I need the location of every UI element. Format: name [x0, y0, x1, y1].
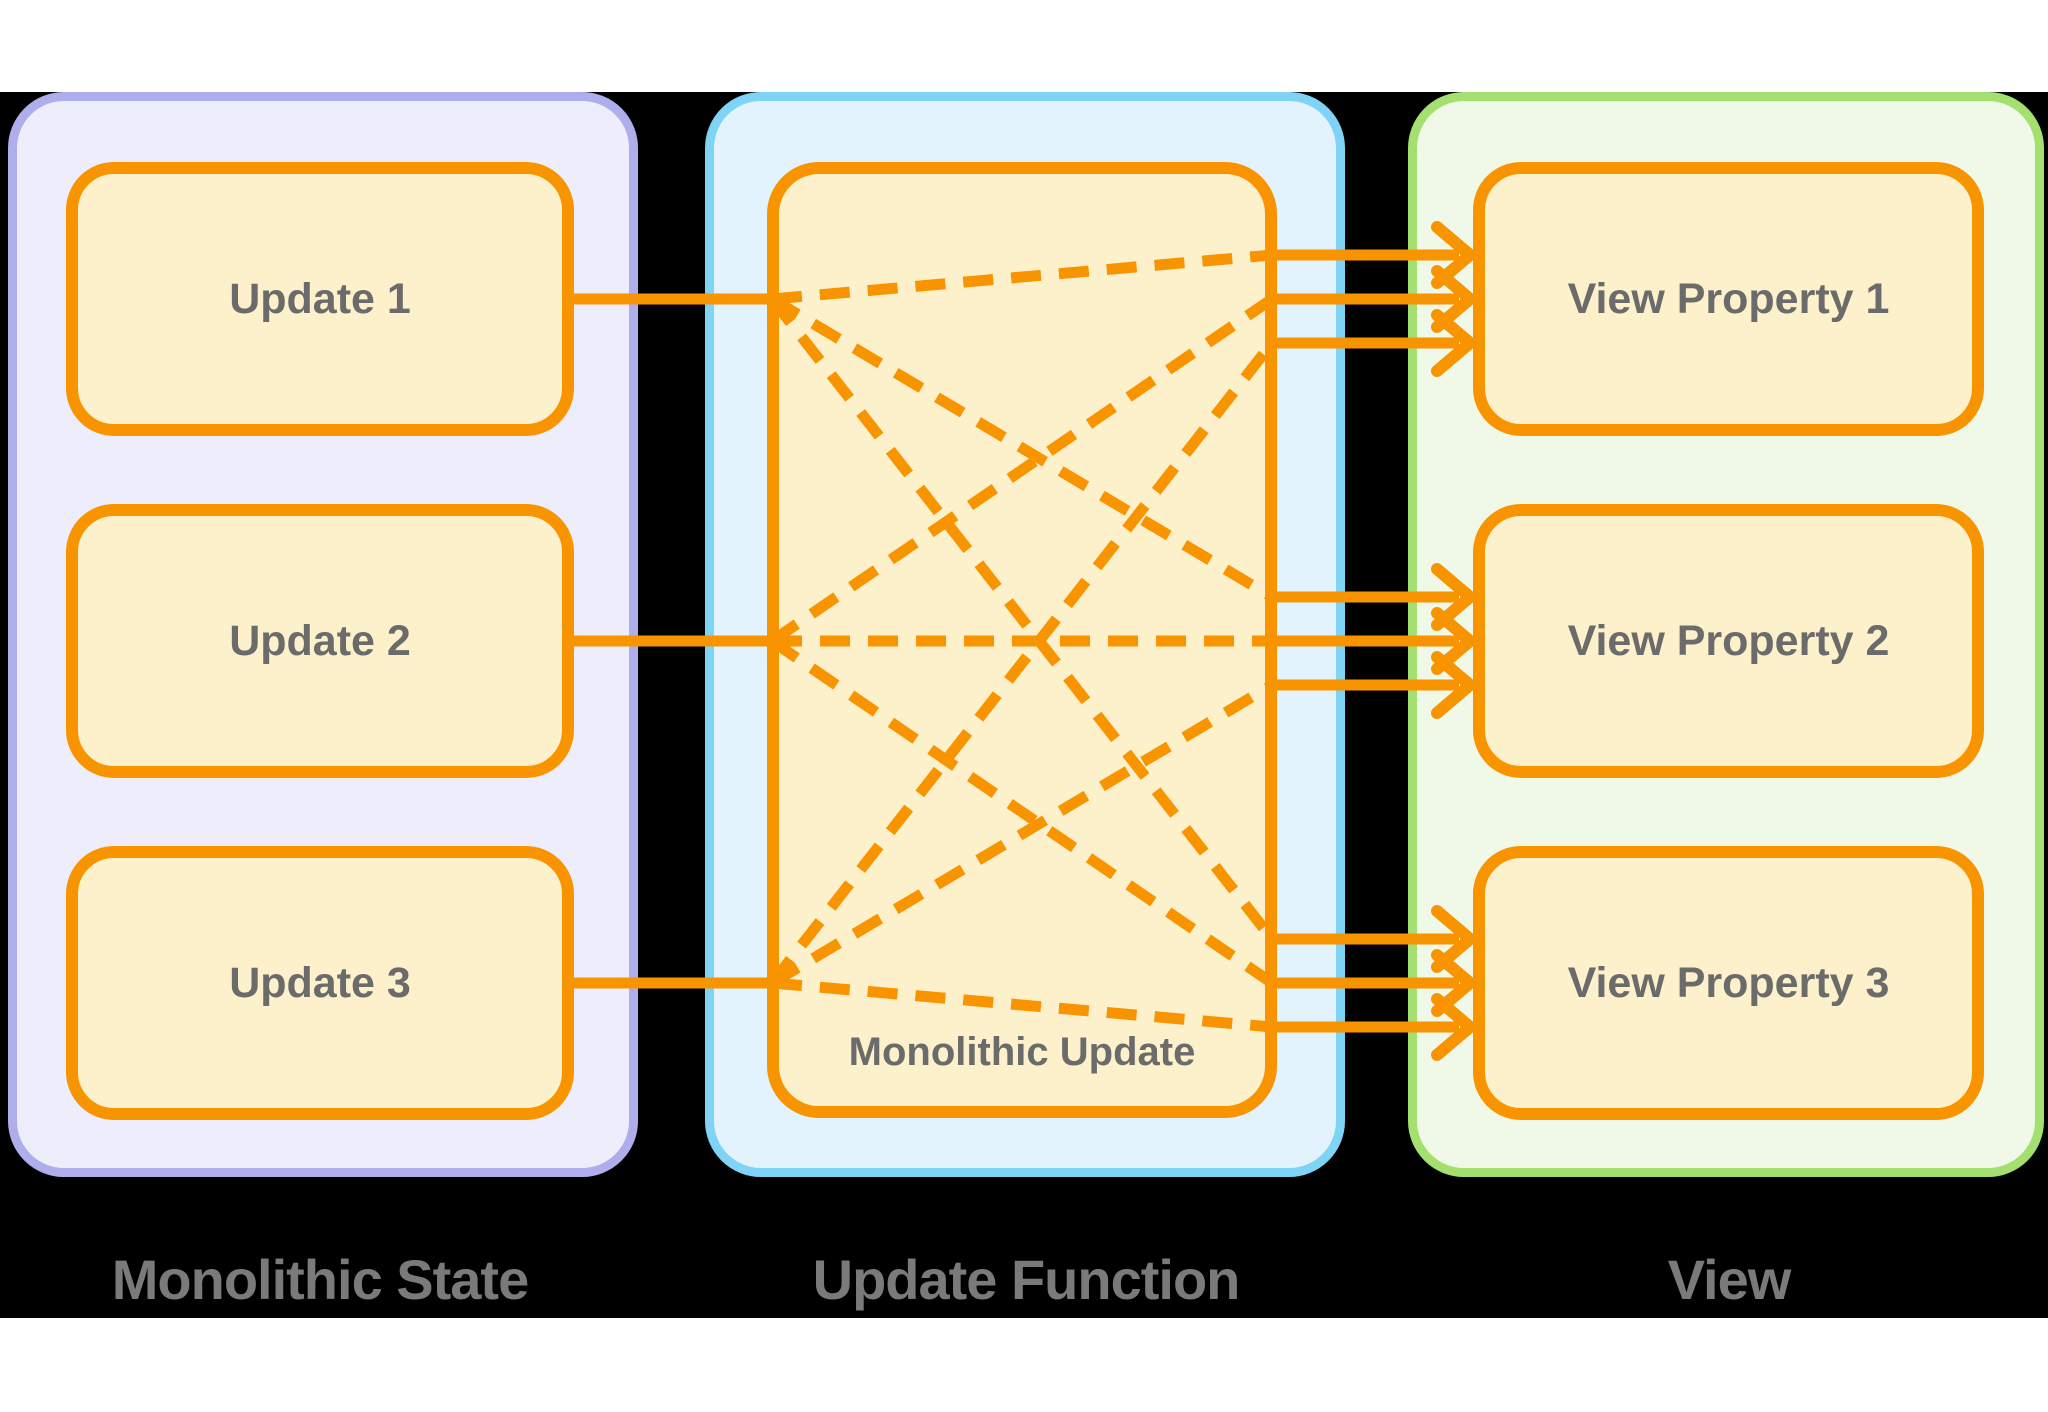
section-label-view: View [1667, 1248, 1792, 1311]
box-update-2: Update 2 [66, 504, 574, 778]
section-label-monolithic-state: Monolithic State [111, 1248, 529, 1311]
box-view-property-2-label: View Property 2 [1567, 616, 1890, 665]
top-margin-band [0, 0, 2048, 92]
bottom-margin-band [0, 1318, 2048, 1412]
box-view-property-1: View Property 1 [1473, 162, 1984, 436]
box-update-1-label: Update 1 [229, 274, 411, 323]
box-update-2-label: Update 2 [229, 616, 411, 665]
box-monolithic-update-label: Monolithic Update [848, 1030, 1196, 1074]
box-update-3: Update 3 [66, 846, 574, 1120]
box-update-1: Update 1 [66, 162, 574, 436]
box-update-3-label: Update 3 [229, 958, 411, 1007]
section-label-update-function: Update Function [812, 1248, 1241, 1311]
box-view-property-3-label: View Property 3 [1567, 958, 1890, 1007]
box-view-property-1-label: View Property 1 [1567, 274, 1890, 323]
box-monolithic-update: Monolithic Update [767, 162, 1277, 1118]
box-view-property-3: View Property 3 [1473, 846, 1984, 1120]
box-view-property-2: View Property 2 [1473, 504, 1984, 778]
